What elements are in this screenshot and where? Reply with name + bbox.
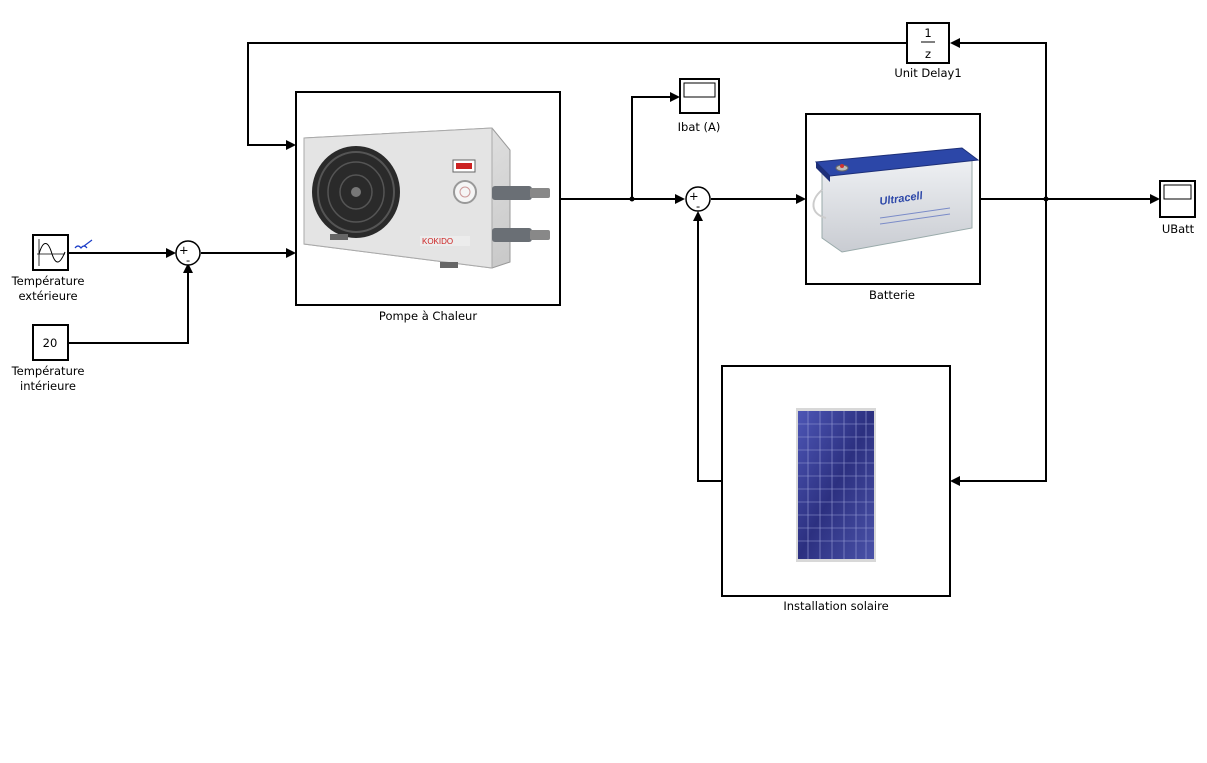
constant-label-2: intérieure — [20, 379, 76, 393]
battery-label: Batterie — [869, 288, 915, 302]
delay-denominator: z — [925, 47, 931, 61]
delay-label: Unit Delay1 — [894, 66, 961, 80]
wire-branch-to-ibat[interactable] — [631, 96, 672, 199]
scope-ubatt[interactable]: UBatt — [1159, 180, 1196, 236]
delay-numerator: 1 — [924, 26, 931, 40]
block-temperature-exterieure[interactable]: Température extérieure — [11, 234, 93, 303]
sine-wave-icon — [37, 239, 66, 266]
wire-solar-to-sum2[interactable] — [697, 218, 722, 482]
scope-ubatt-label: UBatt — [1162, 222, 1195, 236]
sum2-plus-sign: + — [689, 189, 699, 203]
wire-branch-to-delay[interactable] — [958, 42, 1047, 199]
sum1-plus-sign: + — [179, 243, 189, 257]
constant-value: 20 — [43, 336, 58, 350]
sum2-minus-sign: - — [696, 199, 700, 213]
wire-constant-to-sum1[interactable] — [69, 270, 189, 344]
sum1-minus-sign: - — [186, 253, 190, 267]
block-unit-delay[interactable]: 1 z Unit Delay1 — [894, 22, 962, 80]
battery-image: Ultracell — [812, 147, 980, 253]
heatpump-label: Pompe à Chaleur — [379, 309, 477, 323]
block-temperature-interieure[interactable]: 20 Température intérieure — [11, 324, 85, 393]
wire-branch-to-solar[interactable] — [958, 199, 1047, 482]
block-batterie[interactable]: Ultracell Batterie — [805, 113, 981, 302]
heat-pump-image: KOKIDO — [303, 127, 550, 269]
sum-block-1[interactable]: + - — [175, 240, 201, 267]
source-label-1: Température — [11, 274, 85, 288]
block-pompe-a-chaleur[interactable]: KOKIDO Pompe à Chaleur — [295, 91, 561, 323]
sum-block-2[interactable]: + - — [685, 186, 711, 213]
constant-label-1: Température — [11, 364, 85, 378]
scope-ibat[interactable]: Ibat (A) — [678, 78, 721, 134]
scope-ibat-label: Ibat (A) — [678, 120, 721, 134]
block-installation-solaire[interactable]: Installation solaire — [721, 365, 951, 613]
solar-panel-image — [796, 408, 876, 562]
heatpump-brand: KOKIDO — [422, 237, 453, 246]
signal-lines — [69, 38, 1160, 486]
link-icon — [74, 239, 93, 249]
solar-label: Installation solaire — [783, 599, 888, 613]
source-label-2: extérieure — [18, 289, 77, 303]
wire-delay-to-heatpump[interactable] — [247, 42, 907, 146]
